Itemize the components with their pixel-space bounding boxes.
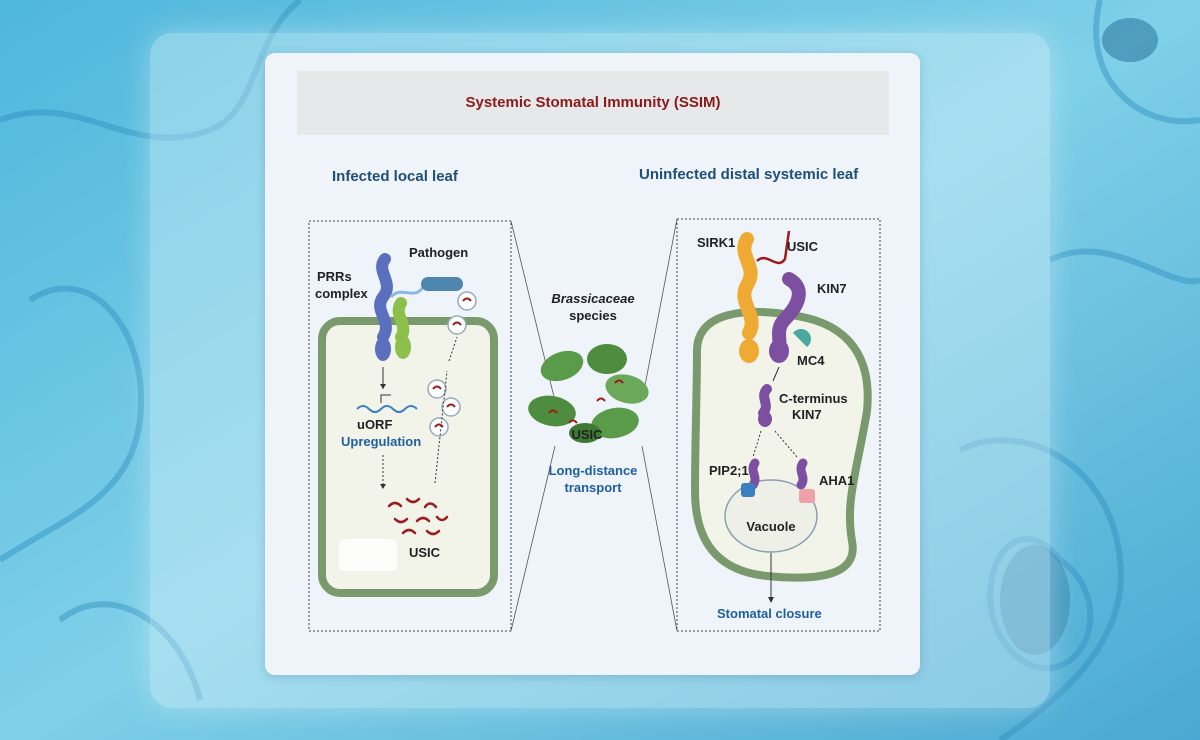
left-panel-box — [308, 220, 512, 632]
right-panel-box — [676, 218, 881, 632]
pathogen-icon — [421, 277, 463, 291]
figure-title: Systemic Stomatal Immunity (SSIM) — [465, 94, 720, 111]
dna-icon — [356, 405, 418, 413]
zoom-line — [641, 218, 678, 402]
mc4-label: MC4 — [797, 353, 825, 368]
uorf-label: uORF — [357, 417, 392, 432]
upregulation-label: Upregulation — [341, 434, 421, 449]
usic-label-distal: USIC — [787, 239, 819, 254]
ssim-diagram: Systemic Stomatal Immunity (SSIM) Infect… — [297, 71, 889, 632]
prrs-label-2: complex — [315, 286, 369, 301]
aha1-label: AHA1 — [819, 473, 854, 488]
title-band — [297, 71, 889, 135]
zoom-line — [641, 445, 678, 632]
species-label-2: species — [569, 308, 617, 323]
usic-peptide-bound — [756, 230, 791, 265]
sirk1-icon — [737, 232, 759, 363]
kin7-icon — [769, 272, 806, 363]
aha1-icon — [796, 458, 815, 503]
usic-label-local: USIC — [409, 545, 441, 560]
transport-label-2: transport — [564, 480, 622, 495]
pip-label: PIP2;1 — [709, 463, 749, 478]
usic-label-plant: USIC — [571, 427, 603, 442]
usic-peptides — [387, 497, 449, 536]
vesicles — [427, 291, 477, 437]
right-panel-heading: Uninfected distal systemic leaf — [639, 166, 859, 183]
pathogen-label: Pathogen — [409, 245, 468, 260]
cterm-label-2: KIN7 — [792, 407, 822, 422]
kin7-label: KIN7 — [817, 281, 847, 296]
vacuole-label: Vacuole — [746, 519, 795, 534]
plant-icon — [528, 344, 649, 443]
prrs-label-1: PRRs — [317, 269, 352, 284]
kin7-cterminus-icon — [758, 384, 772, 427]
pip2-icon — [741, 458, 760, 497]
vacuole-icon — [724, 479, 818, 553]
prrs-complex-icon — [374, 253, 425, 361]
local-cell — [318, 317, 498, 597]
left-panel-heading: Infected local leaf — [332, 168, 459, 185]
figure-card: Systemic Stomatal Immunity (SSIM) Infect… — [265, 53, 920, 675]
zoom-line — [510, 445, 556, 632]
mc4-icon — [793, 328, 812, 347]
sirk1-label: SIRK1 — [697, 235, 735, 250]
species-label-1: Brassicaceae — [551, 291, 634, 306]
cterm-label-1: C-terminus — [779, 391, 848, 406]
closure-label: Stomatal closure — [717, 606, 822, 621]
transport-label-1: Long-distance — [549, 463, 638, 478]
